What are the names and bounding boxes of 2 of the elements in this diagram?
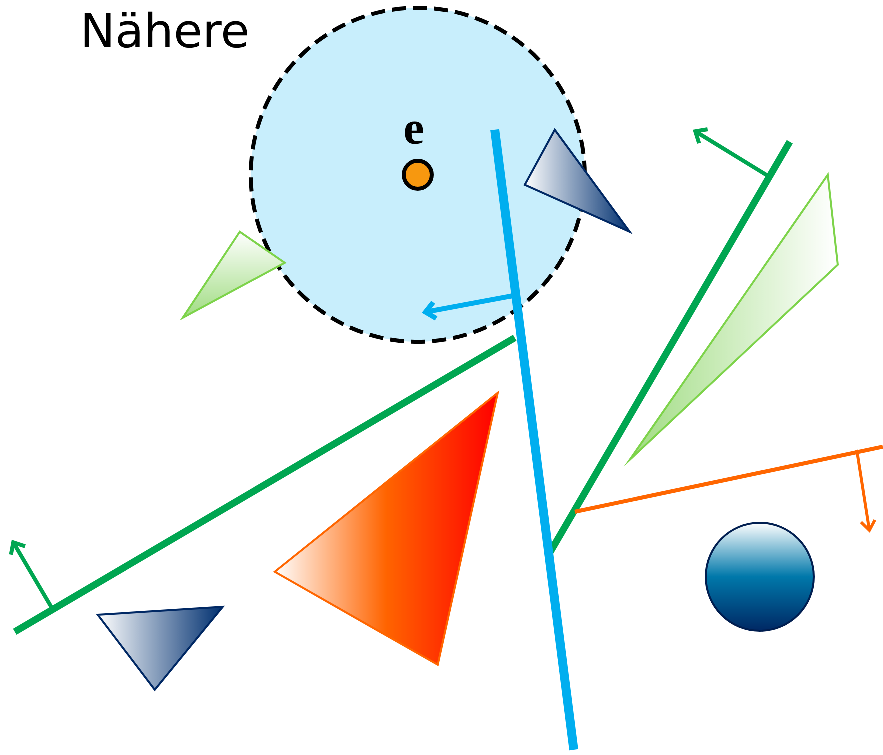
heading: Nähere bbox=[84, 12, 248, 48]
point-label: e bbox=[405, 122, 424, 144]
